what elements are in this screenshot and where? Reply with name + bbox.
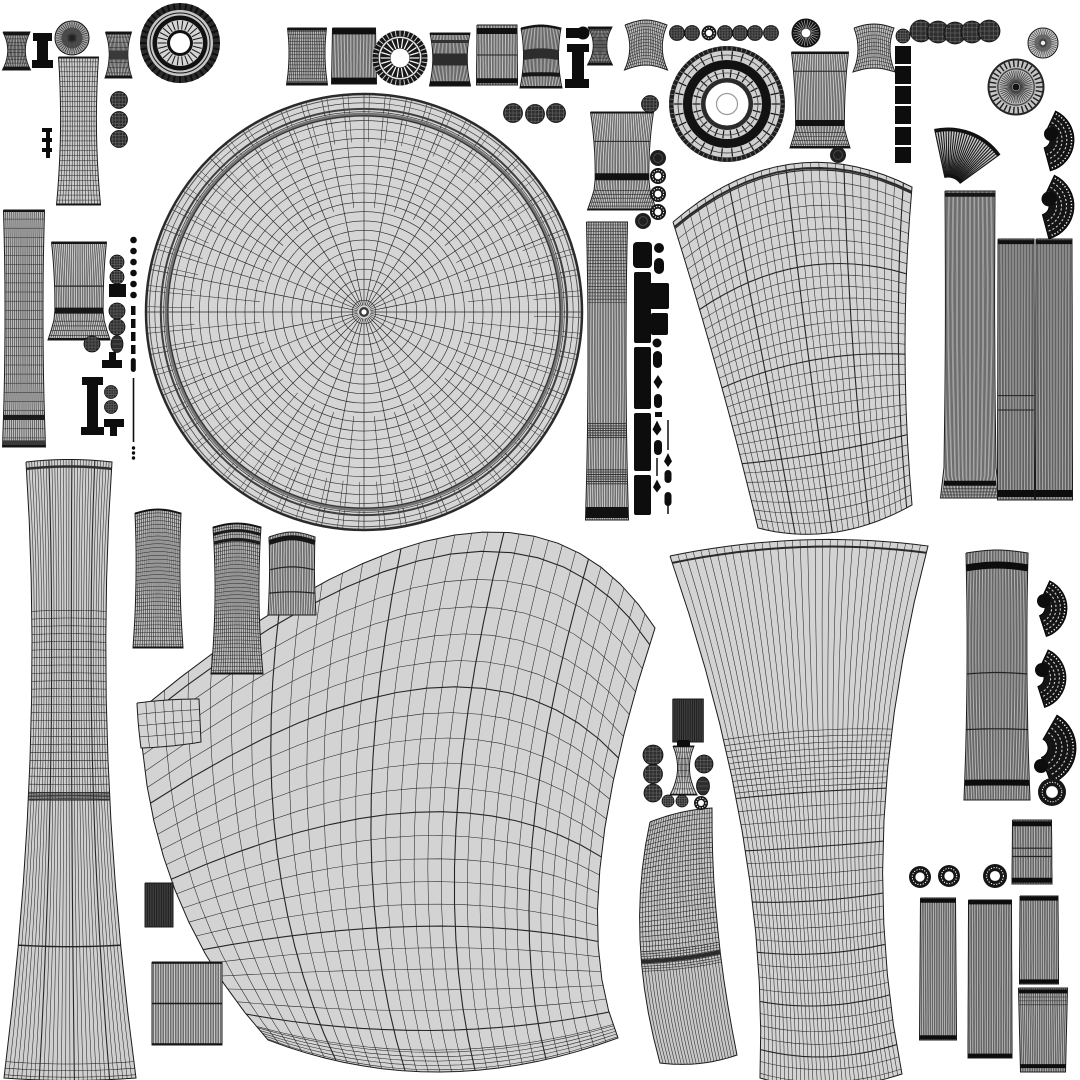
donut-right-lone [1038, 778, 1066, 806]
croissant-4 [1035, 649, 1067, 708]
dots-left-pair-2 [108, 302, 126, 336]
dots-tr-row [909, 19, 1001, 45]
dots-left-trio [110, 91, 128, 148]
dots-left-small [104, 385, 118, 414]
right-dark-strip-1 [997, 238, 1035, 501]
wavy-grid-square-2 [852, 23, 896, 73]
dot-mid-2 [635, 147, 846, 229]
top-dark-pinch [586, 26, 614, 66]
top-grid-barrel [285, 27, 329, 86]
mid-strip-s1 [132, 508, 184, 649]
hardware-bits-column [650, 243, 672, 514]
dark-rect-mid [672, 698, 704, 743]
sunburst-tr [1027, 27, 1059, 59]
right-dark-strip-2 [1035, 238, 1073, 501]
main-radial-disc [144, 92, 584, 532]
bamboo-column [633, 242, 652, 515]
dot-tr-single [895, 28, 911, 44]
mid-strip-s2 [210, 522, 264, 675]
dots-cluster-tiny [661, 794, 689, 808]
tr-block-column [895, 46, 911, 163]
tiny-vase [669, 745, 698, 796]
croissant-1 [1043, 110, 1075, 172]
bead-string [130, 236, 137, 460]
right-small-barrel [1011, 819, 1053, 885]
br-strip-1 [918, 897, 958, 1041]
croissant-5 [1034, 714, 1077, 785]
skirt-fan-large [139, 531, 656, 1073]
top-pinch-strip-1 [428, 32, 472, 87]
dot-left-low [83, 335, 101, 353]
donut-br-big [983, 864, 1007, 888]
tl-tee-bits [42, 128, 52, 158]
top-capped-strip [330, 27, 378, 85]
dots-cluster-mid [643, 764, 663, 784]
body-fan-right [672, 161, 913, 535]
dark-rect-bl [144, 882, 174, 928]
folding-fan [934, 127, 1001, 184]
left-black-rect [109, 284, 126, 297]
br-strip-2 [967, 899, 1013, 1059]
wheel-top-left [140, 3, 220, 83]
neck-skirt-strip-2 [586, 111, 658, 211]
top-pinch-strip-2 [519, 24, 563, 89]
dots-cluster-big [642, 744, 664, 766]
left-skirted-strip [47, 241, 111, 341]
top-band-strip [475, 24, 518, 86]
top-spool-knob [565, 26, 590, 88]
sunburst-tl [54, 20, 90, 56]
edot-left [110, 335, 124, 353]
right-mid-strip [963, 549, 1031, 801]
dot-mid-1 [641, 95, 659, 113]
right-wide-strip [939, 190, 1001, 499]
spool-top-left [32, 33, 53, 68]
tl-dark-barrel [1, 31, 32, 71]
croissant-3 [1037, 580, 1068, 638]
mid-curved-strip [639, 807, 738, 1065]
neck-skirt-strip-1 [789, 51, 851, 149]
wheel-large-mid [669, 46, 785, 162]
donut-br-row [909, 865, 960, 888]
croissant-2 [1041, 174, 1075, 240]
tl-waist-barrel [104, 31, 133, 79]
donut-row-small [701, 25, 717, 41]
br-strip-3 [1019, 895, 1059, 985]
donut-cluster [694, 796, 708, 810]
dots-row-small [669, 25, 779, 41]
dots-left-pair-1 [109, 254, 125, 285]
vase-cap [677, 740, 690, 747]
tl-grid-column [55, 56, 102, 206]
trumpet-column [669, 538, 929, 1080]
br-strip-4 [1018, 987, 1069, 1073]
left-ribbed-strip [1, 209, 47, 448]
dots-disc-trio [503, 103, 566, 124]
wavy-grid-square-1 [623, 19, 669, 71]
left-tall-column [3, 459, 137, 1080]
mid-tall-strip [584, 221, 630, 521]
donut-column [650, 168, 666, 220]
mid-strip-s3 [267, 531, 317, 616]
left-spool-tees [81, 352, 124, 436]
wheel-small-right [987, 58, 1045, 116]
bl-striped-square [151, 961, 223, 1046]
sunburst-black [791, 18, 821, 48]
skirt-fan-tab [136, 698, 202, 749]
edot-cluster [696, 776, 710, 796]
dots-cluster-sml [643, 754, 714, 803]
ring-top-mid [372, 30, 428, 86]
